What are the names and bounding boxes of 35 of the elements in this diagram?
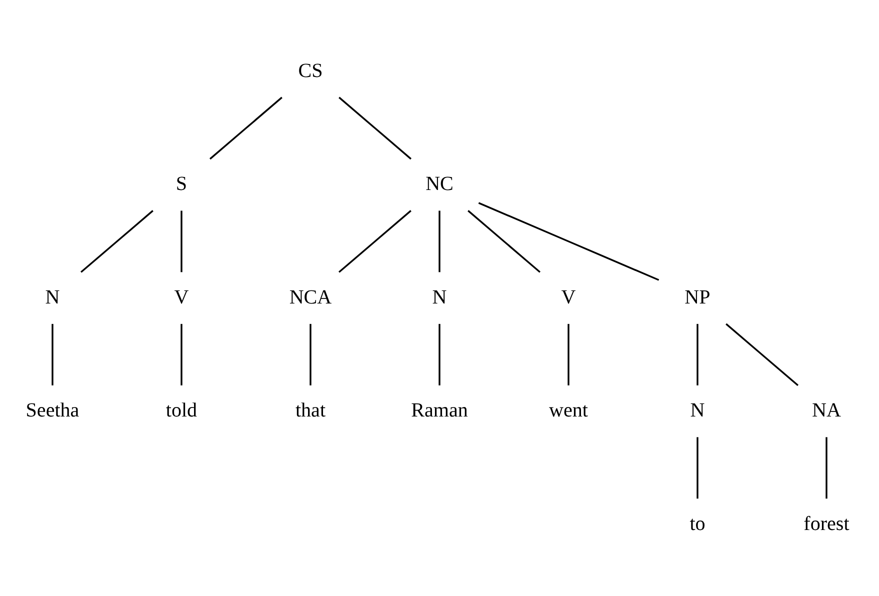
connector [826, 437, 828, 499]
connector [696, 437, 698, 499]
connector [696, 324, 698, 386]
connector [338, 210, 412, 273]
connector [478, 202, 660, 281]
node-text: N [690, 400, 705, 422]
node-text: NCA [289, 286, 332, 308]
node-text: went [549, 400, 588, 422]
node-text: V [174, 286, 189, 308]
connector [338, 96, 412, 160]
node-text: forest [804, 512, 850, 535]
node-text: CS [298, 60, 323, 82]
node-text: Seetha [26, 400, 80, 422]
connector [468, 210, 540, 273]
connector [180, 324, 182, 386]
connector [726, 323, 798, 386]
node-text: NA [812, 400, 841, 422]
connector [52, 324, 54, 386]
node-text: Raman [411, 400, 468, 422]
connector [80, 210, 154, 273]
connector [310, 324, 312, 386]
node-text: NP [684, 286, 710, 308]
node-text: N [45, 286, 60, 308]
connector [180, 210, 182, 272]
connector [438, 324, 440, 386]
node-text: that [295, 400, 326, 422]
node-text: N [432, 286, 447, 308]
node-text: V [561, 286, 576, 308]
node-text: NC [426, 173, 454, 196]
connector [568, 324, 570, 386]
connector [210, 96, 282, 160]
node-text: S [176, 173, 188, 196]
node-text: told [166, 400, 198, 422]
node-text: to [690, 512, 706, 535]
connector [438, 210, 440, 272]
